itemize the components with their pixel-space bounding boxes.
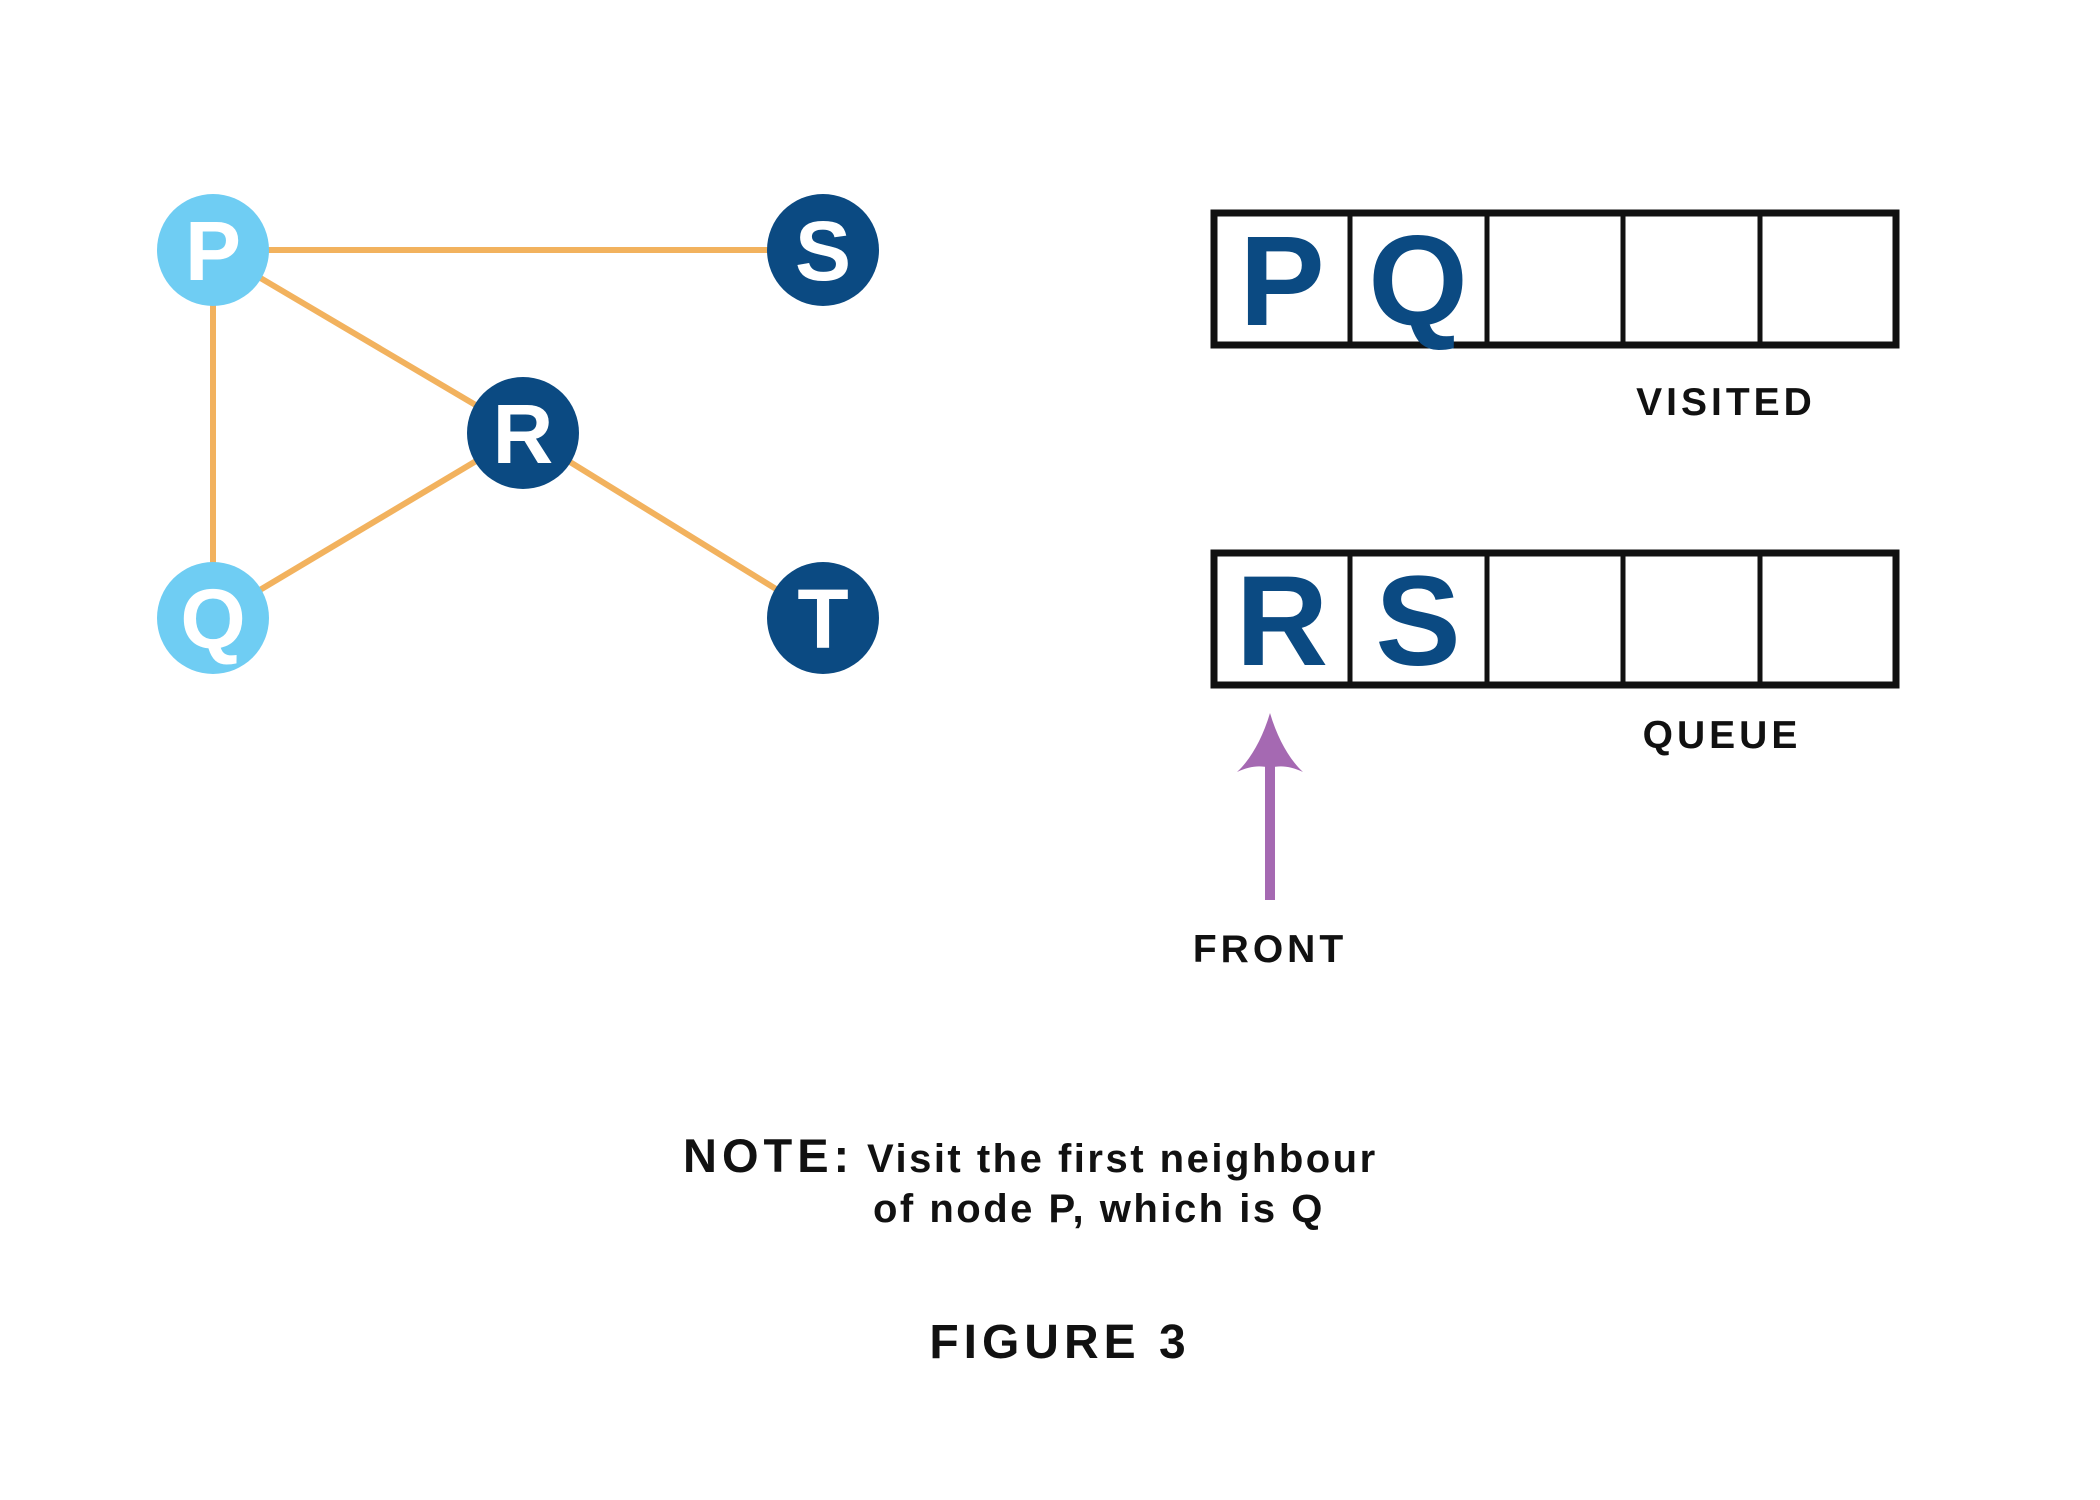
node-p-label: P xyxy=(185,204,241,298)
note: NOTE: Visit the first neighbour of node … xyxy=(683,1129,1378,1231)
note-line-2: of node P, which is Q xyxy=(873,1187,1325,1231)
node-s-label: S xyxy=(795,204,851,298)
node-t-circle xyxy=(767,562,879,674)
graph-node-q: Q xyxy=(157,562,269,674)
node-q-circle xyxy=(157,562,269,674)
note-line-1: Visit the first neighbour xyxy=(867,1137,1378,1181)
visited-cell-1: P xyxy=(1239,210,1324,353)
visited-label: VISITED xyxy=(1636,381,1816,424)
node-p-circle xyxy=(157,194,269,306)
node-r-label: R xyxy=(493,387,554,481)
note-heading: NOTE: xyxy=(683,1129,854,1182)
node-r-circle xyxy=(467,377,579,489)
node-s-circle xyxy=(767,194,879,306)
node-t-label: T xyxy=(797,572,848,666)
visited-array-border xyxy=(1210,209,1900,349)
graph-node-p: P xyxy=(157,194,269,306)
visited-cell-2: Q xyxy=(1368,210,1468,353)
front-pointer: FRONT xyxy=(1193,713,1347,971)
queue-array-border xyxy=(1210,549,1900,689)
graph-edges xyxy=(210,247,825,621)
graph-node-s: S xyxy=(767,194,879,306)
queue-cell-1: R xyxy=(1236,550,1328,693)
edge-q-r xyxy=(211,430,525,621)
queue-label: QUEUE xyxy=(1643,714,1802,757)
node-q-label: Q xyxy=(180,572,245,666)
graph-nodes: P Q R S T xyxy=(157,194,879,674)
queue-cell-2: S xyxy=(1375,550,1460,693)
figure-title: FIGURE 3 xyxy=(929,1316,1190,1369)
graph-node-r: R xyxy=(467,377,579,489)
visited-array: P Q VISITED xyxy=(1210,209,1900,424)
edge-p-r xyxy=(211,247,525,436)
graph-node-t: T xyxy=(767,562,879,674)
queue-array: R S QUEUE xyxy=(1210,549,1900,757)
edge-r-t xyxy=(521,430,825,621)
up-arrow-icon xyxy=(1237,713,1303,772)
front-label: FRONT xyxy=(1193,928,1347,971)
